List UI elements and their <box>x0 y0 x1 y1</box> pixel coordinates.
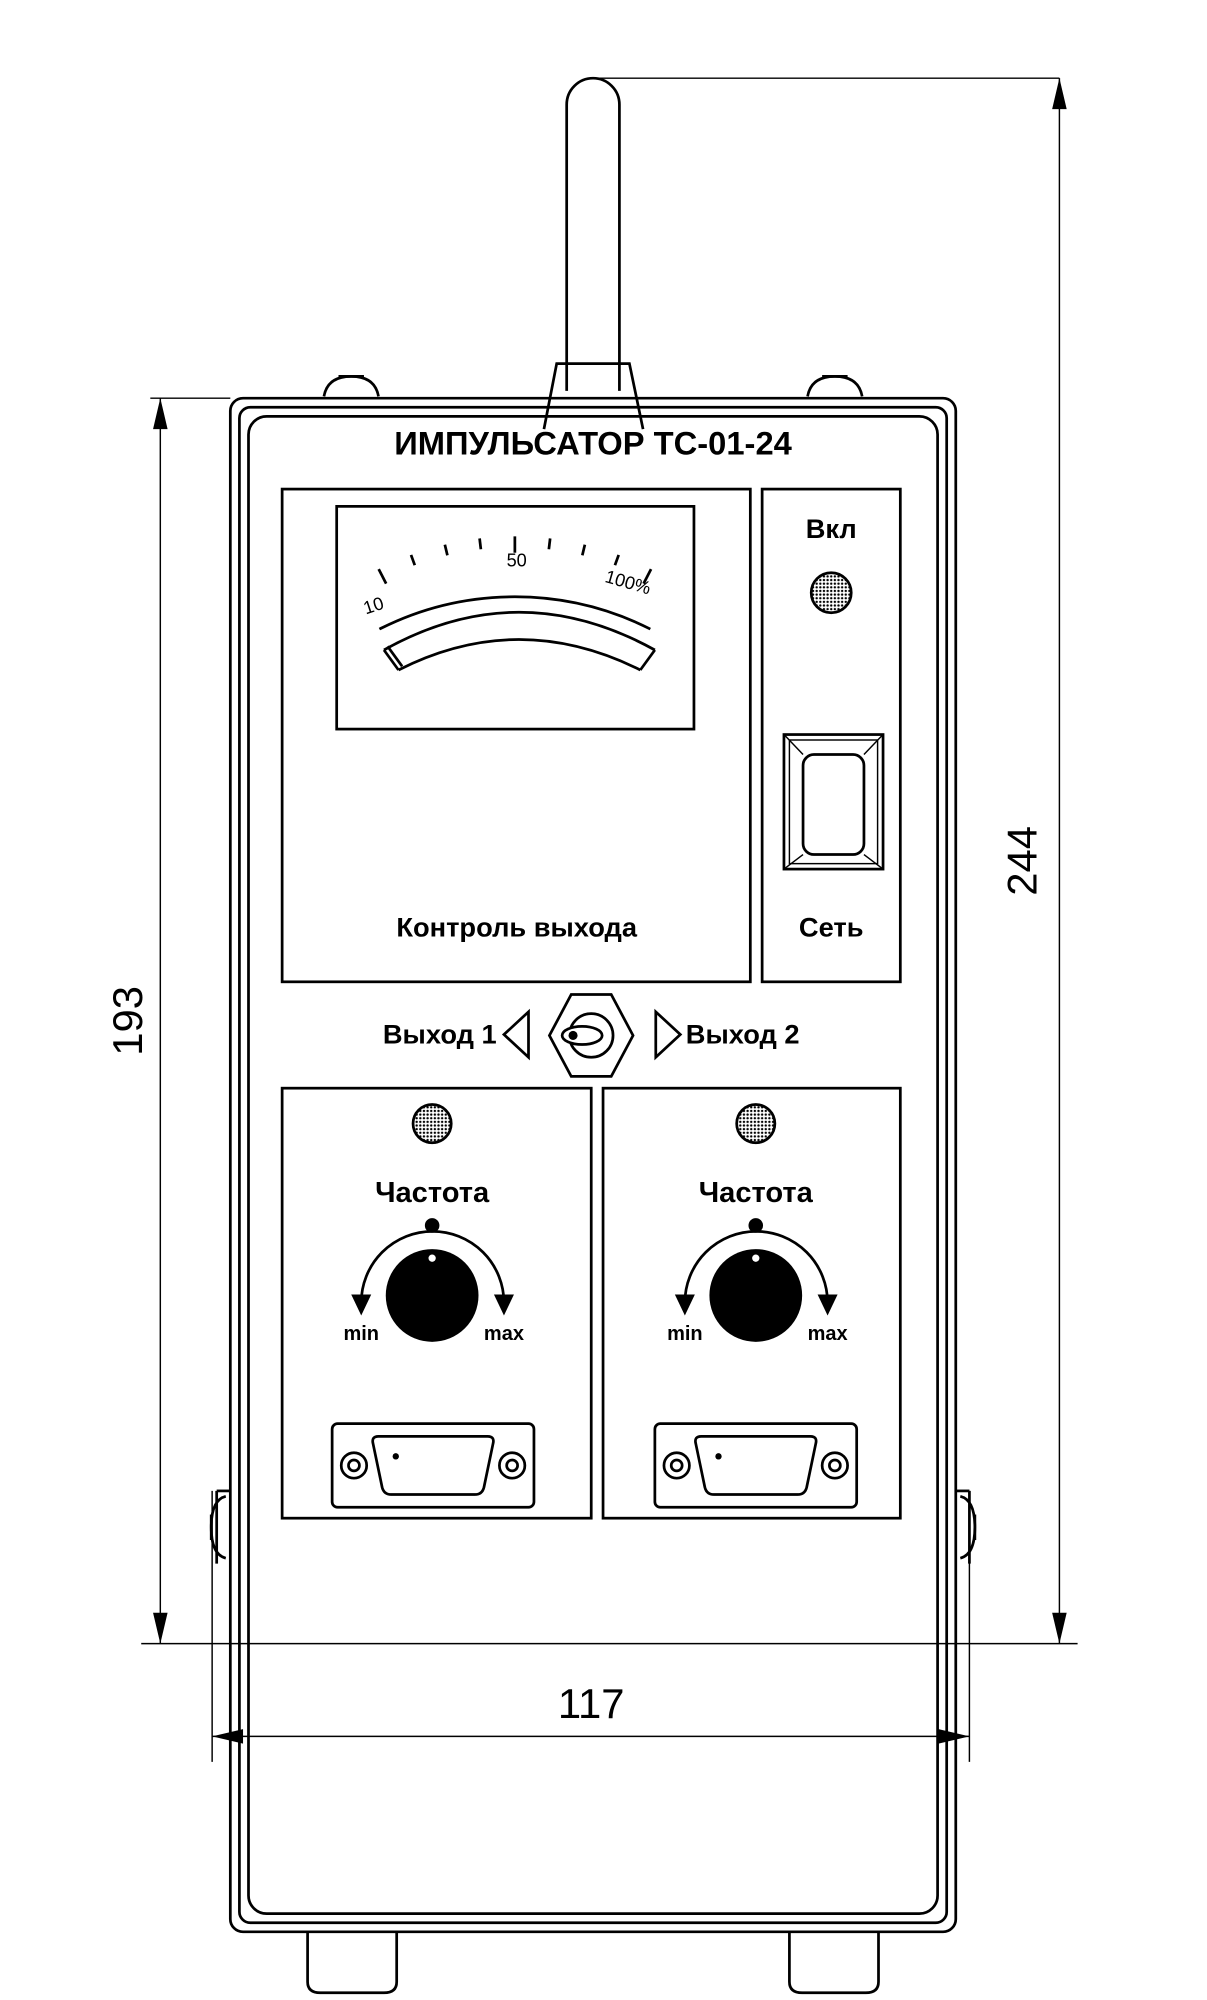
meter-scale-label-50: 50 <box>507 550 527 570</box>
channel-1-db9-connector[interactable] <box>330 1422 536 1509</box>
channel-2-max-label: max <box>808 1323 848 1345</box>
meter-window <box>335 505 696 731</box>
output-toggle-switch[interactable] <box>547 993 635 1078</box>
dimension-width: 117 <box>141 1490 1078 1762</box>
channel-1-max-arrow-icon <box>493 1294 514 1316</box>
channel-2-min-label: min <box>667 1323 703 1345</box>
output-2-arrow-icon <box>654 1008 683 1061</box>
dimension-total-height-label: 244 <box>999 826 1046 896</box>
channel-2-min-arrow-icon <box>674 1294 695 1316</box>
channel-2-frequency-label: Частота <box>699 1177 814 1209</box>
foot-left <box>306 1931 399 1995</box>
meter-band-outer <box>383 610 656 652</box>
channel-1-min-arrow-icon <box>351 1294 372 1316</box>
top-screw-right <box>806 374 864 397</box>
channel-1-frequency-knob[interactable] <box>385 1249 479 1342</box>
channel-2-led <box>735 1103 777 1145</box>
channel-2-max-arrow-icon <box>817 1294 838 1316</box>
case-body <box>215 396 971 1934</box>
meter-tick <box>443 544 449 556</box>
meter-scale-label-10: 10 <box>361 593 386 618</box>
meter-tick <box>377 568 388 585</box>
device-title: ИМПУЛЬСАТОР ТС-01-24 <box>394 425 792 462</box>
channel-1-min-label: min <box>343 1323 379 1345</box>
side-screw-left <box>209 1495 227 1560</box>
top-screw-left <box>322 374 380 397</box>
channel-1-panel: Частота min max <box>280 1086 593 1520</box>
antenna <box>542 76 1060 430</box>
dimension-body-height-label: 193 <box>104 986 151 1056</box>
meter-tick <box>613 554 620 566</box>
power-indicator-led <box>809 571 853 615</box>
dimension-body-height: 193 <box>104 397 231 1644</box>
channel-2-db9-connector[interactable] <box>653 1422 859 1509</box>
meter-tick <box>580 544 587 556</box>
meter-tick <box>642 568 653 585</box>
meter-tick <box>478 538 483 550</box>
meter-panel: 10 50 100% Контроль выхода <box>280 487 752 984</box>
channel-2-frequency-knob[interactable] <box>709 1249 803 1342</box>
meter-needle <box>386 645 404 668</box>
output-1-label: Выход 1 <box>383 1019 497 1050</box>
meter-band-inner <box>397 638 641 672</box>
channel-1-max-label: max <box>484 1323 524 1345</box>
foot-right <box>788 1931 880 1995</box>
channel-1-frequency-label: Частота <box>375 1177 490 1209</box>
output-selector: Выход 1 Выход 2 <box>383 993 800 1078</box>
output-2-label: Выход 2 <box>686 1019 800 1050</box>
output-1-arrow-icon <box>501 1008 530 1061</box>
meter-tick <box>547 538 552 550</box>
channel-2-panel: Частота min max <box>601 1086 902 1520</box>
meter-scale-arc <box>378 595 651 631</box>
dimension-width-label: 117 <box>558 1680 625 1727</box>
channel-2-knob-top-dot <box>748 1218 764 1233</box>
channel-1-knob-top-dot <box>424 1218 440 1233</box>
side-screw-right <box>959 1495 977 1560</box>
dimension-total-height: 244 <box>999 78 1067 1644</box>
power-switch[interactable] <box>782 733 885 871</box>
power-switch-label: Сеть <box>799 911 864 942</box>
channel-1-led <box>411 1103 453 1145</box>
meter-ticks <box>377 536 653 585</box>
meter-scale-label-100: 100% <box>603 566 653 598</box>
power-panel: Вкл Сеть <box>760 487 902 984</box>
power-indicator-label: Вкл <box>806 513 857 544</box>
meter-tick <box>409 554 417 566</box>
meter-caption: Контроль выхода <box>396 911 638 942</box>
